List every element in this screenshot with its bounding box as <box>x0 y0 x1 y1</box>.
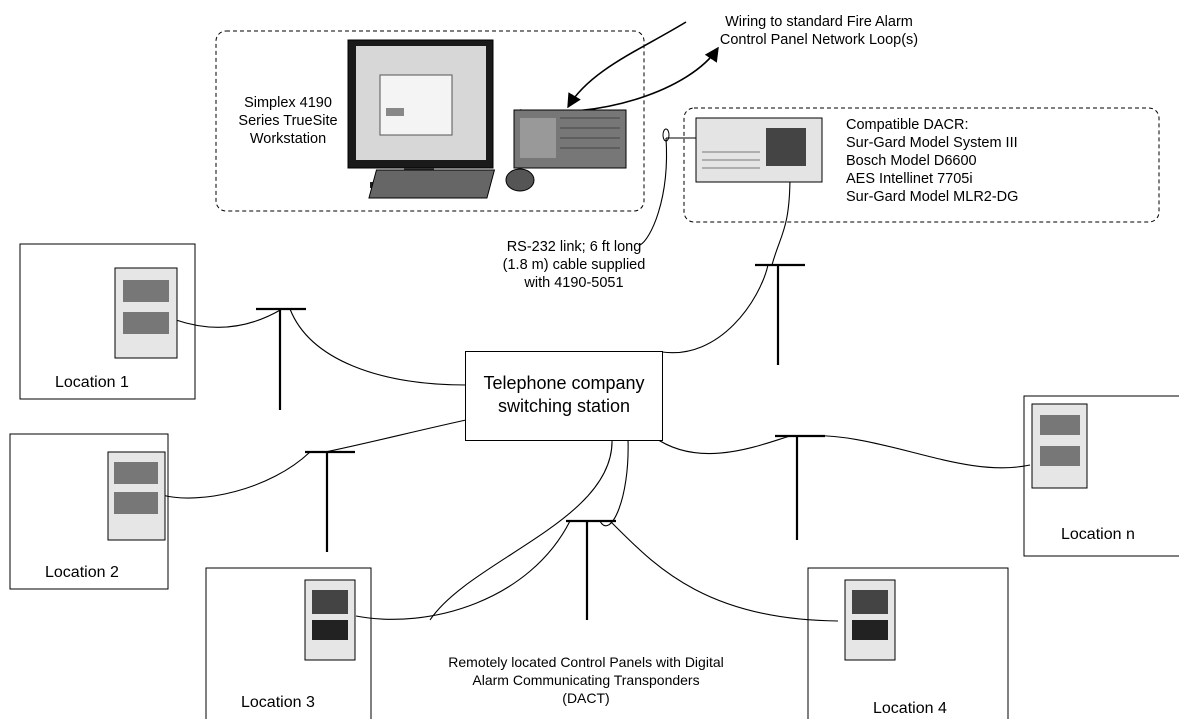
remote-panels-line-2: Alarm Communicating Transponders <box>472 672 700 688</box>
dacr-model-3: AES Intellinet 7705i <box>846 171 973 187</box>
dacr-model-2: Bosch Model D6600 <box>846 153 977 169</box>
switching-station-line-2: switching station <box>497 396 631 416</box>
wiring-note-line-1: Wiring to standard Fire Alarm <box>725 14 913 30</box>
dacr-receiver-icon <box>695 117 823 183</box>
location-3-label: Location 3 <box>241 694 315 711</box>
network-wiring-arrow <box>567 21 687 109</box>
dacr-list: Compatible DACR: Sur-Gard Model System I… <box>846 116 1156 206</box>
remote-panels-line-1: Remotely located Control Panels with Dig… <box>448 654 724 670</box>
wiring-note-line-2: Control Panel Network Loop(s) <box>719 32 919 48</box>
location-4-box <box>807 567 1009 719</box>
dacr-model-1: Sur-Gard Model System III <box>846 135 1018 151</box>
switching-station-box <box>465 351 663 441</box>
location-1-label: Location 1 <box>55 374 129 391</box>
switching-station-label: Telephone company switching station <box>465 372 663 418</box>
remote-panels-line-3: (DACT) <box>562 690 610 706</box>
location-n-panel-icon <box>1031 403 1088 489</box>
location-4-label: Location 4 <box>873 700 947 717</box>
rs232-note-line-1: RS-232 link; 6 ft long <box>506 239 642 255</box>
location-3-panel-icon <box>304 579 356 661</box>
wiring-note: Wiring to standard Fire Alarm Control Pa… <box>684 13 954 49</box>
workstation-line-2: Series TrueSite <box>238 113 338 129</box>
workstation-line-3: Workstation <box>249 131 327 147</box>
location-2-label: Location 2 <box>45 564 119 581</box>
remote-panels-note: Remotely located Control Panels with Dig… <box>416 653 756 707</box>
location-n-label: Location n <box>1061 526 1135 543</box>
workstation-label: Simplex 4190 Series TrueSite Workstation <box>228 94 348 148</box>
rs232-cable-connector-icon <box>662 128 670 142</box>
location-1-panel-icon <box>114 267 178 359</box>
workstation-group-outline <box>215 30 645 212</box>
network-wiring-arrow-2 <box>519 46 719 113</box>
dacr-title: Compatible DACR: <box>846 117 969 133</box>
location-4-panel-icon <box>844 579 896 661</box>
workstation-line-1: Simplex 4190 <box>244 95 332 111</box>
rs232-note-line-3: with 4190-5051 <box>524 275 624 291</box>
location-2-panel-icon <box>107 451 166 541</box>
switching-station-line-1: Telephone company <box>483 373 645 393</box>
dacr-group-outline <box>683 107 1160 223</box>
telephone-wires <box>161 137 1031 622</box>
telephone-poles <box>256 263 825 620</box>
workstation-computer-icon <box>347 39 627 199</box>
rs232-note-line-2: (1.8 m) cable supplied <box>502 257 646 273</box>
rs232-note: RS-232 link; 6 ft long (1.8 m) cable sup… <box>474 238 674 292</box>
dacr-model-4: Sur-Gard Model MLR2-DG <box>846 189 1019 205</box>
